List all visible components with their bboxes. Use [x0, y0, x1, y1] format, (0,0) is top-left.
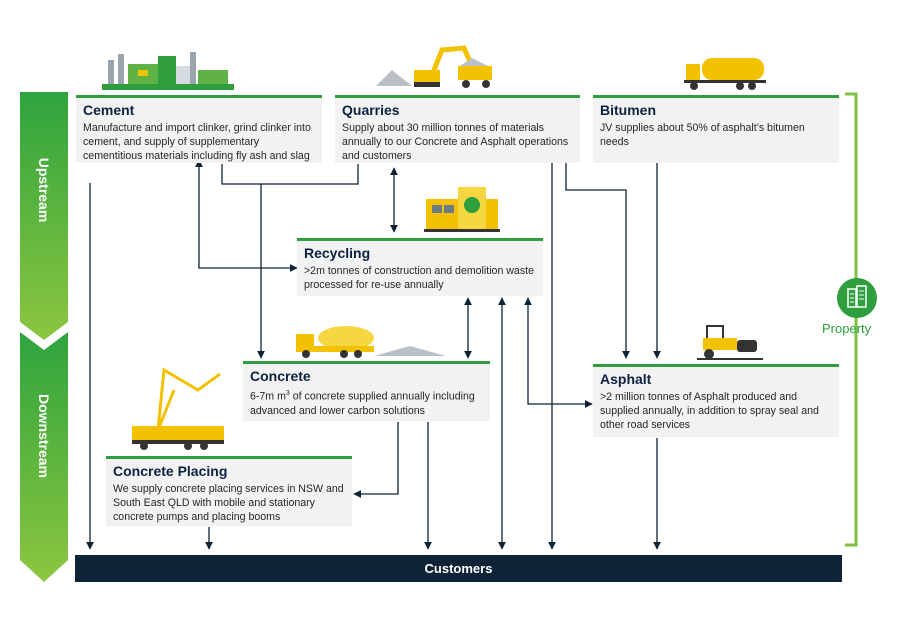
cement-desc: Manufacture and import clinker, grind cl…	[83, 122, 311, 162]
property-label: Property	[822, 321, 872, 336]
upstream-downstream-arrow	[20, 92, 68, 582]
quarries-box: Quarries Supply about 30 million tonnes …	[335, 95, 580, 163]
asphalt-title: Asphalt	[600, 371, 652, 387]
asphalt-box: Asphalt >2 million tonnes of Asphalt pro…	[593, 364, 839, 437]
bitumen-title: Bitumen	[600, 102, 656, 118]
cement-box: Cement Manufacture and import clinker, g…	[76, 95, 322, 163]
quarries-desc: Supply about 30 million tonnes of materi…	[342, 122, 569, 162]
recycling-title: Recycling	[304, 245, 371, 261]
bitumen-desc: JV supplies about 50% of asphalt’s bitum…	[600, 122, 805, 148]
concrete-mixer-truck-icon	[296, 326, 446, 358]
concrete-desc: 6-7m m3 of concrete supplied annually in…	[250, 390, 475, 417]
placing-desc: We supply concrete placing services in N…	[113, 483, 344, 523]
tanker-truck-icon	[684, 58, 766, 90]
recycling-plant-icon	[424, 187, 500, 232]
bitumen-box: Bitumen JV supplies about 50% of asphalt…	[593, 95, 839, 163]
asphalt-desc: >2 million tonnes of Asphalt produced an…	[600, 391, 819, 431]
quarries-title: Quarries	[342, 102, 400, 118]
concrete-placing-box: Concrete Placing We supply concrete plac…	[106, 456, 352, 526]
recycling-desc: >2m tonnes of construction and demolitio…	[304, 265, 534, 291]
asphalt-roller-icon	[697, 325, 763, 360]
cement-plant-icon	[102, 52, 234, 90]
building-icon	[837, 278, 877, 318]
placing-title: Concrete Placing	[113, 463, 228, 479]
concrete-pump-truck-icon	[132, 367, 224, 450]
concrete-title: Concrete	[250, 368, 311, 384]
recycling-box: Recycling >2m tonnes of construction and…	[297, 238, 543, 296]
quarry-excavator-icon	[376, 45, 492, 88]
cement-title: Cement	[83, 102, 135, 118]
customers-bar: Customers	[75, 555, 842, 582]
concrete-box: Concrete 6-7m m3 of concrete supplied an…	[243, 361, 490, 421]
